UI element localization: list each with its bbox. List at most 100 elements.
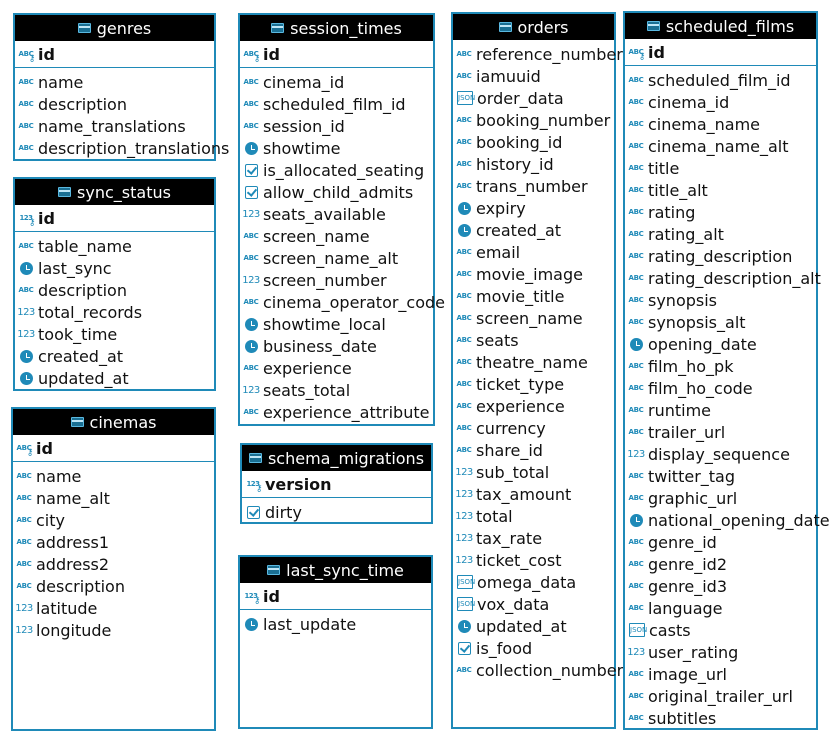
column-row[interactable]: created_at (453, 219, 614, 241)
column-row[interactable]: is_food (453, 637, 614, 659)
column-row[interactable]: dirty (242, 501, 431, 523)
primary-key-row[interactable]: ABCid (15, 41, 214, 68)
entity-schema-migrations[interactable]: schema_migrations123versiondirty (240, 443, 433, 524)
primary-key-row[interactable]: 123version (242, 471, 431, 498)
column-row[interactable]: allow_child_admits (240, 181, 433, 203)
entity-cinemas[interactable]: cinemasABCidABCnameABCname_altABCcityABC… (11, 407, 216, 731)
primary-key-row[interactable]: ABCid (625, 39, 816, 66)
primary-key-row[interactable]: 123id (15, 205, 214, 232)
column-row[interactable]: updated_at (15, 367, 214, 389)
column-row[interactable]: showtime (240, 137, 433, 159)
entity-session-times[interactable]: session_timesABCidABCcinema_idABCschedul… (238, 13, 446, 426)
entity-sync-status[interactable]: sync_status123idABCtable_namelast_syncAB… (13, 177, 216, 391)
column-row[interactable]: expiry (453, 197, 614, 219)
entity-genres[interactable]: genresABCidABCnameABCdescriptionABCname_… (13, 13, 230, 161)
primary-key-row[interactable]: ABCid (240, 41, 433, 68)
primary-key-row[interactable]: 123id (240, 583, 431, 610)
column-row[interactable]: updated_at (453, 615, 614, 637)
entity-header[interactable]: last_sync_time (240, 557, 431, 583)
column-row[interactable]: last_sync (15, 257, 214, 279)
column-row[interactable]: showtime_local (240, 313, 433, 335)
column-row[interactable]: created_at (15, 345, 214, 367)
entity-last-sync-time[interactable]: last_sync_time123id last_update (238, 555, 433, 729)
entity-header[interactable]: session_times (240, 15, 433, 41)
entity-scheduled-films[interactable]: scheduled_filmsABCidABCscheduled_film_id… (623, 11, 829, 730)
column-row[interactable]: last_update (240, 613, 431, 635)
column-row[interactable]: is_allocated_seating (240, 159, 433, 181)
primary-key-row[interactable]: ABCid (13, 435, 214, 462)
column-row[interactable]: business_date (240, 335, 433, 357)
entity-header[interactable]: cinemas (13, 409, 214, 435)
column-row[interactable]: opening_date (625, 333, 816, 355)
column-row[interactable]: national_opening_date (625, 509, 829, 531)
